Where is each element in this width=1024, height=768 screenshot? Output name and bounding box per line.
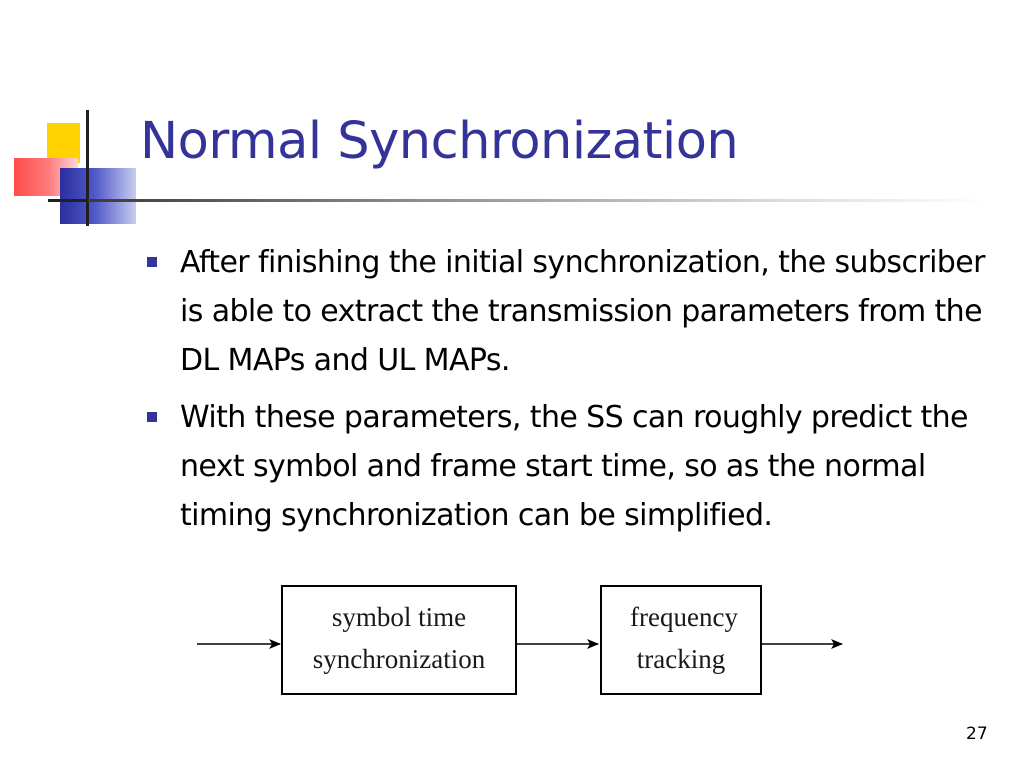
logo-blue-square [60, 168, 136, 224]
logo-vertical-line [86, 110, 89, 226]
bullet-list: After finishing the initial synchronizat… [146, 238, 1006, 564]
bullet-item: After finishing the initial synchronizat… [146, 238, 1006, 385]
bullet-text: With these parameters, the SS can roughl… [180, 400, 969, 533]
symbol-time-sync-label-line1: symbol time [332, 602, 466, 632]
frequency-tracking-block [600, 585, 762, 695]
page-number: 27 [966, 724, 988, 744]
slide-logo-decoration [0, 0, 140, 240]
frequency-tracking-label-line1: frequency [630, 602, 738, 632]
slide-title: Normal Synchronization [140, 112, 739, 171]
frequency-tracking-label-line2: tracking [637, 644, 725, 674]
block-diagram: symbol time synchronization frequency tr… [197, 585, 843, 695]
bullet-text: After finishing the initial synchronizat… [180, 245, 985, 378]
bullet-item: With these parameters, the SS can roughl… [146, 393, 1006, 540]
bullet-marker-icon [147, 412, 157, 422]
symbol-time-sync-block [281, 585, 517, 695]
logo-yellow-square [47, 123, 80, 163]
bullet-marker-icon [147, 257, 157, 267]
symbol-time-sync-label-line2: synchronization [313, 644, 486, 674]
title-underline [88, 199, 988, 202]
